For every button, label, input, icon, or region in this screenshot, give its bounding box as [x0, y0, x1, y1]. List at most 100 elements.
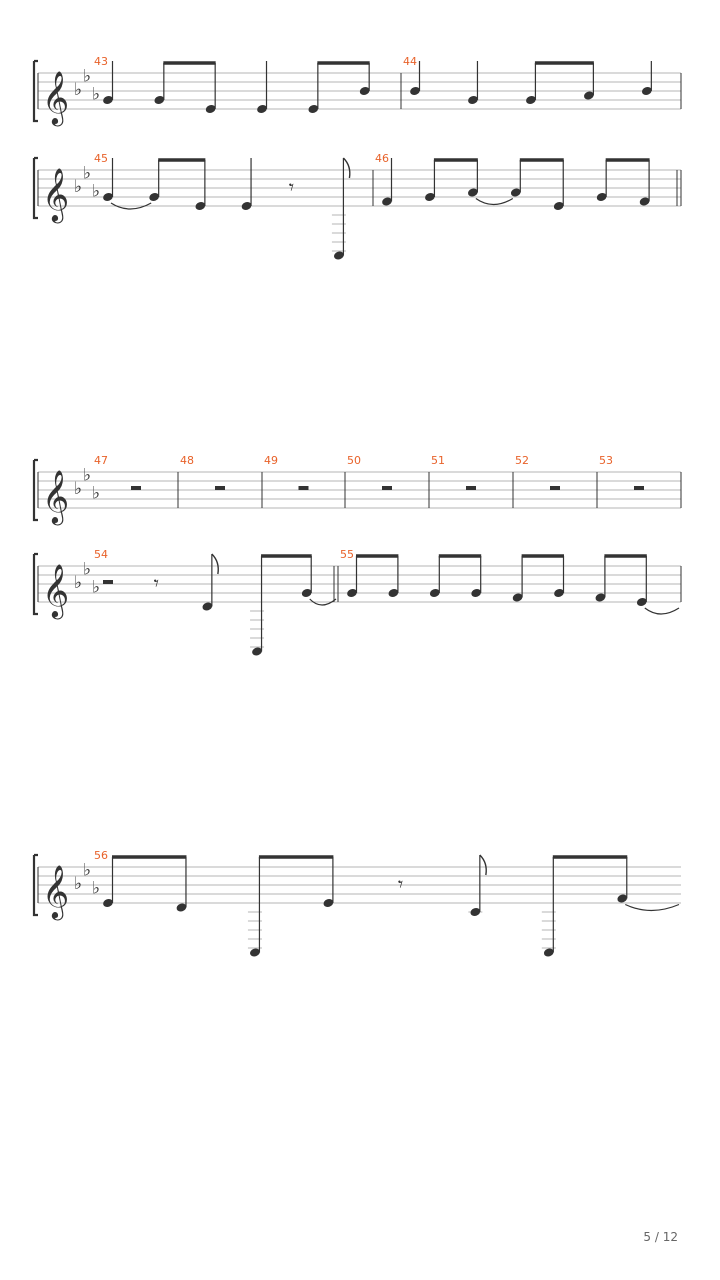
flat-icon: ♭ — [92, 484, 100, 504]
note-head — [543, 948, 554, 957]
eighth-rest: 𝄾 — [398, 872, 403, 896]
flat-icon: ♭ — [74, 479, 82, 499]
note-head — [512, 593, 523, 602]
half-rest — [550, 486, 560, 490]
flat-icon: ♭ — [92, 182, 100, 202]
flat-icon: ♭ — [74, 80, 82, 100]
note-head — [639, 197, 650, 206]
flat-icon: ♭ — [74, 177, 82, 197]
note-head — [257, 105, 267, 113]
note-head — [584, 91, 594, 100]
note-head — [103, 96, 113, 104]
note-head — [205, 105, 216, 113]
staff-system: 𝄞♭♭♭45𝄾46 — [32, 152, 682, 260]
note-head — [176, 903, 187, 912]
flat-icon: ♭ — [83, 67, 91, 87]
half-rest — [131, 486, 141, 490]
staff-system: 𝄞♭♭♭56𝄾 — [32, 849, 681, 957]
note-head — [149, 193, 160, 201]
tie-arc — [309, 598, 337, 606]
page-number: 5 / 12 — [643, 1230, 678, 1244]
measure-number: 48 — [180, 454, 194, 467]
eighth-rest: 𝄾 — [289, 175, 294, 199]
note-head — [470, 908, 481, 916]
measure-number: 43 — [94, 55, 108, 68]
flat-icon: ♭ — [83, 466, 91, 486]
note-head — [471, 589, 482, 597]
note-head — [252, 647, 262, 656]
flat-icon: ♭ — [74, 874, 82, 894]
note-head — [250, 948, 260, 957]
note-head — [467, 188, 478, 197]
measure-number: 46 — [375, 152, 389, 165]
note-flag — [211, 553, 219, 575]
measure-number: 52 — [515, 454, 529, 467]
note-head — [617, 894, 628, 903]
tie-arc — [475, 197, 514, 206]
note-head — [429, 589, 440, 597]
note-head — [308, 105, 319, 113]
half-rest — [215, 486, 225, 490]
measure-number: 51 — [431, 454, 445, 467]
flat-icon: ♭ — [83, 861, 91, 881]
measure-number: 55 — [340, 548, 354, 561]
note-head — [382, 197, 392, 206]
half-rest — [634, 486, 644, 490]
note-head — [468, 96, 478, 104]
staff-system: 𝄞♭♭♭54𝄾55 — [32, 548, 682, 656]
flat-icon: ♭ — [92, 578, 100, 598]
flat-icon: ♭ — [83, 164, 91, 184]
half-rest — [298, 486, 309, 490]
note-head — [103, 899, 113, 907]
note-head — [526, 96, 536, 104]
note-head — [359, 87, 370, 95]
note-head — [154, 96, 165, 104]
system-bracket — [32, 853, 38, 917]
note-head — [596, 193, 607, 201]
eighth-rest: 𝄾 — [154, 571, 159, 595]
flat-icon: ♭ — [83, 560, 91, 580]
note-head — [636, 598, 647, 606]
measure-number: 50 — [347, 454, 361, 467]
note-flag — [479, 854, 487, 876]
system-bracket — [32, 156, 38, 220]
note-head — [554, 589, 564, 597]
measure-number: 49 — [264, 454, 278, 467]
treble-clef-icon: 𝄞 — [42, 469, 69, 525]
note-head — [241, 202, 252, 210]
treble-clef-icon: 𝄞 — [42, 70, 69, 126]
tie-arc — [110, 202, 152, 210]
note-head — [301, 589, 312, 597]
note-head — [334, 251, 344, 260]
treble-clef-icon: 𝄞 — [42, 864, 69, 920]
system-bracket — [32, 552, 38, 616]
half-rest — [103, 580, 113, 584]
note-head — [553, 202, 564, 210]
half-rest — [382, 486, 392, 490]
note-head — [410, 87, 420, 95]
measure-number: 56 — [94, 849, 108, 862]
flat-icon: ♭ — [74, 573, 82, 593]
tie-arc — [644, 607, 680, 615]
system-bracket — [32, 458, 38, 522]
system-bracket — [32, 59, 38, 123]
note-head — [347, 589, 357, 597]
note-head — [425, 193, 435, 201]
measure-number: 44 — [403, 55, 417, 68]
note-head — [323, 899, 334, 907]
treble-clef-icon: 𝄞 — [42, 563, 69, 619]
half-rest — [466, 486, 476, 490]
note-head — [202, 602, 213, 611]
note-head — [388, 589, 399, 597]
flat-icon: ♭ — [92, 879, 100, 899]
treble-clef-icon: 𝄞 — [42, 167, 69, 223]
measure-number: 47 — [94, 454, 108, 467]
note-head — [103, 193, 113, 201]
flat-icon: ♭ — [92, 85, 100, 105]
measure-number: 45 — [94, 152, 108, 165]
note-head — [195, 202, 206, 210]
tie-arc — [625, 903, 680, 912]
